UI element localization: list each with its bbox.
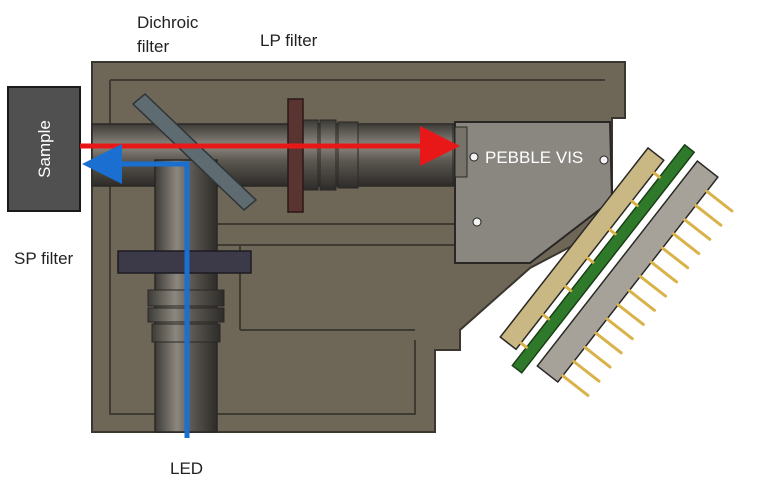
- pcb-connector: [499, 143, 734, 397]
- dichroic-filter-label-line1: Dichroic: [137, 13, 199, 32]
- sample-box: Sample: [7, 86, 81, 212]
- lp-filter: [287, 98, 304, 213]
- mount-hole: [599, 155, 609, 165]
- horizontal-tube: [91, 119, 463, 191]
- pebble-label: PEBBLE VIS: [485, 148, 583, 167]
- socket-strip: [536, 160, 719, 384]
- blue-beam-arrow: [82, 144, 190, 438]
- sample-label: Sample: [35, 120, 54, 178]
- dichroic-filter-label-line2: filter: [137, 37, 169, 56]
- connector-header: [499, 146, 665, 351]
- pebble-detector: PEBBLE VIS: [454, 121, 614, 264]
- sp-filter-label: SP filter: [14, 249, 74, 268]
- lp-filter-label: LP filter: [260, 31, 318, 50]
- mount-hole: [472, 217, 482, 227]
- pin-row: [519, 171, 661, 349]
- mount-hole: [469, 152, 479, 162]
- dichroic-filter: [131, 92, 258, 212]
- pcb-board: [511, 143, 696, 374]
- pin-row: [561, 189, 734, 397]
- led-label: LED: [170, 459, 203, 478]
